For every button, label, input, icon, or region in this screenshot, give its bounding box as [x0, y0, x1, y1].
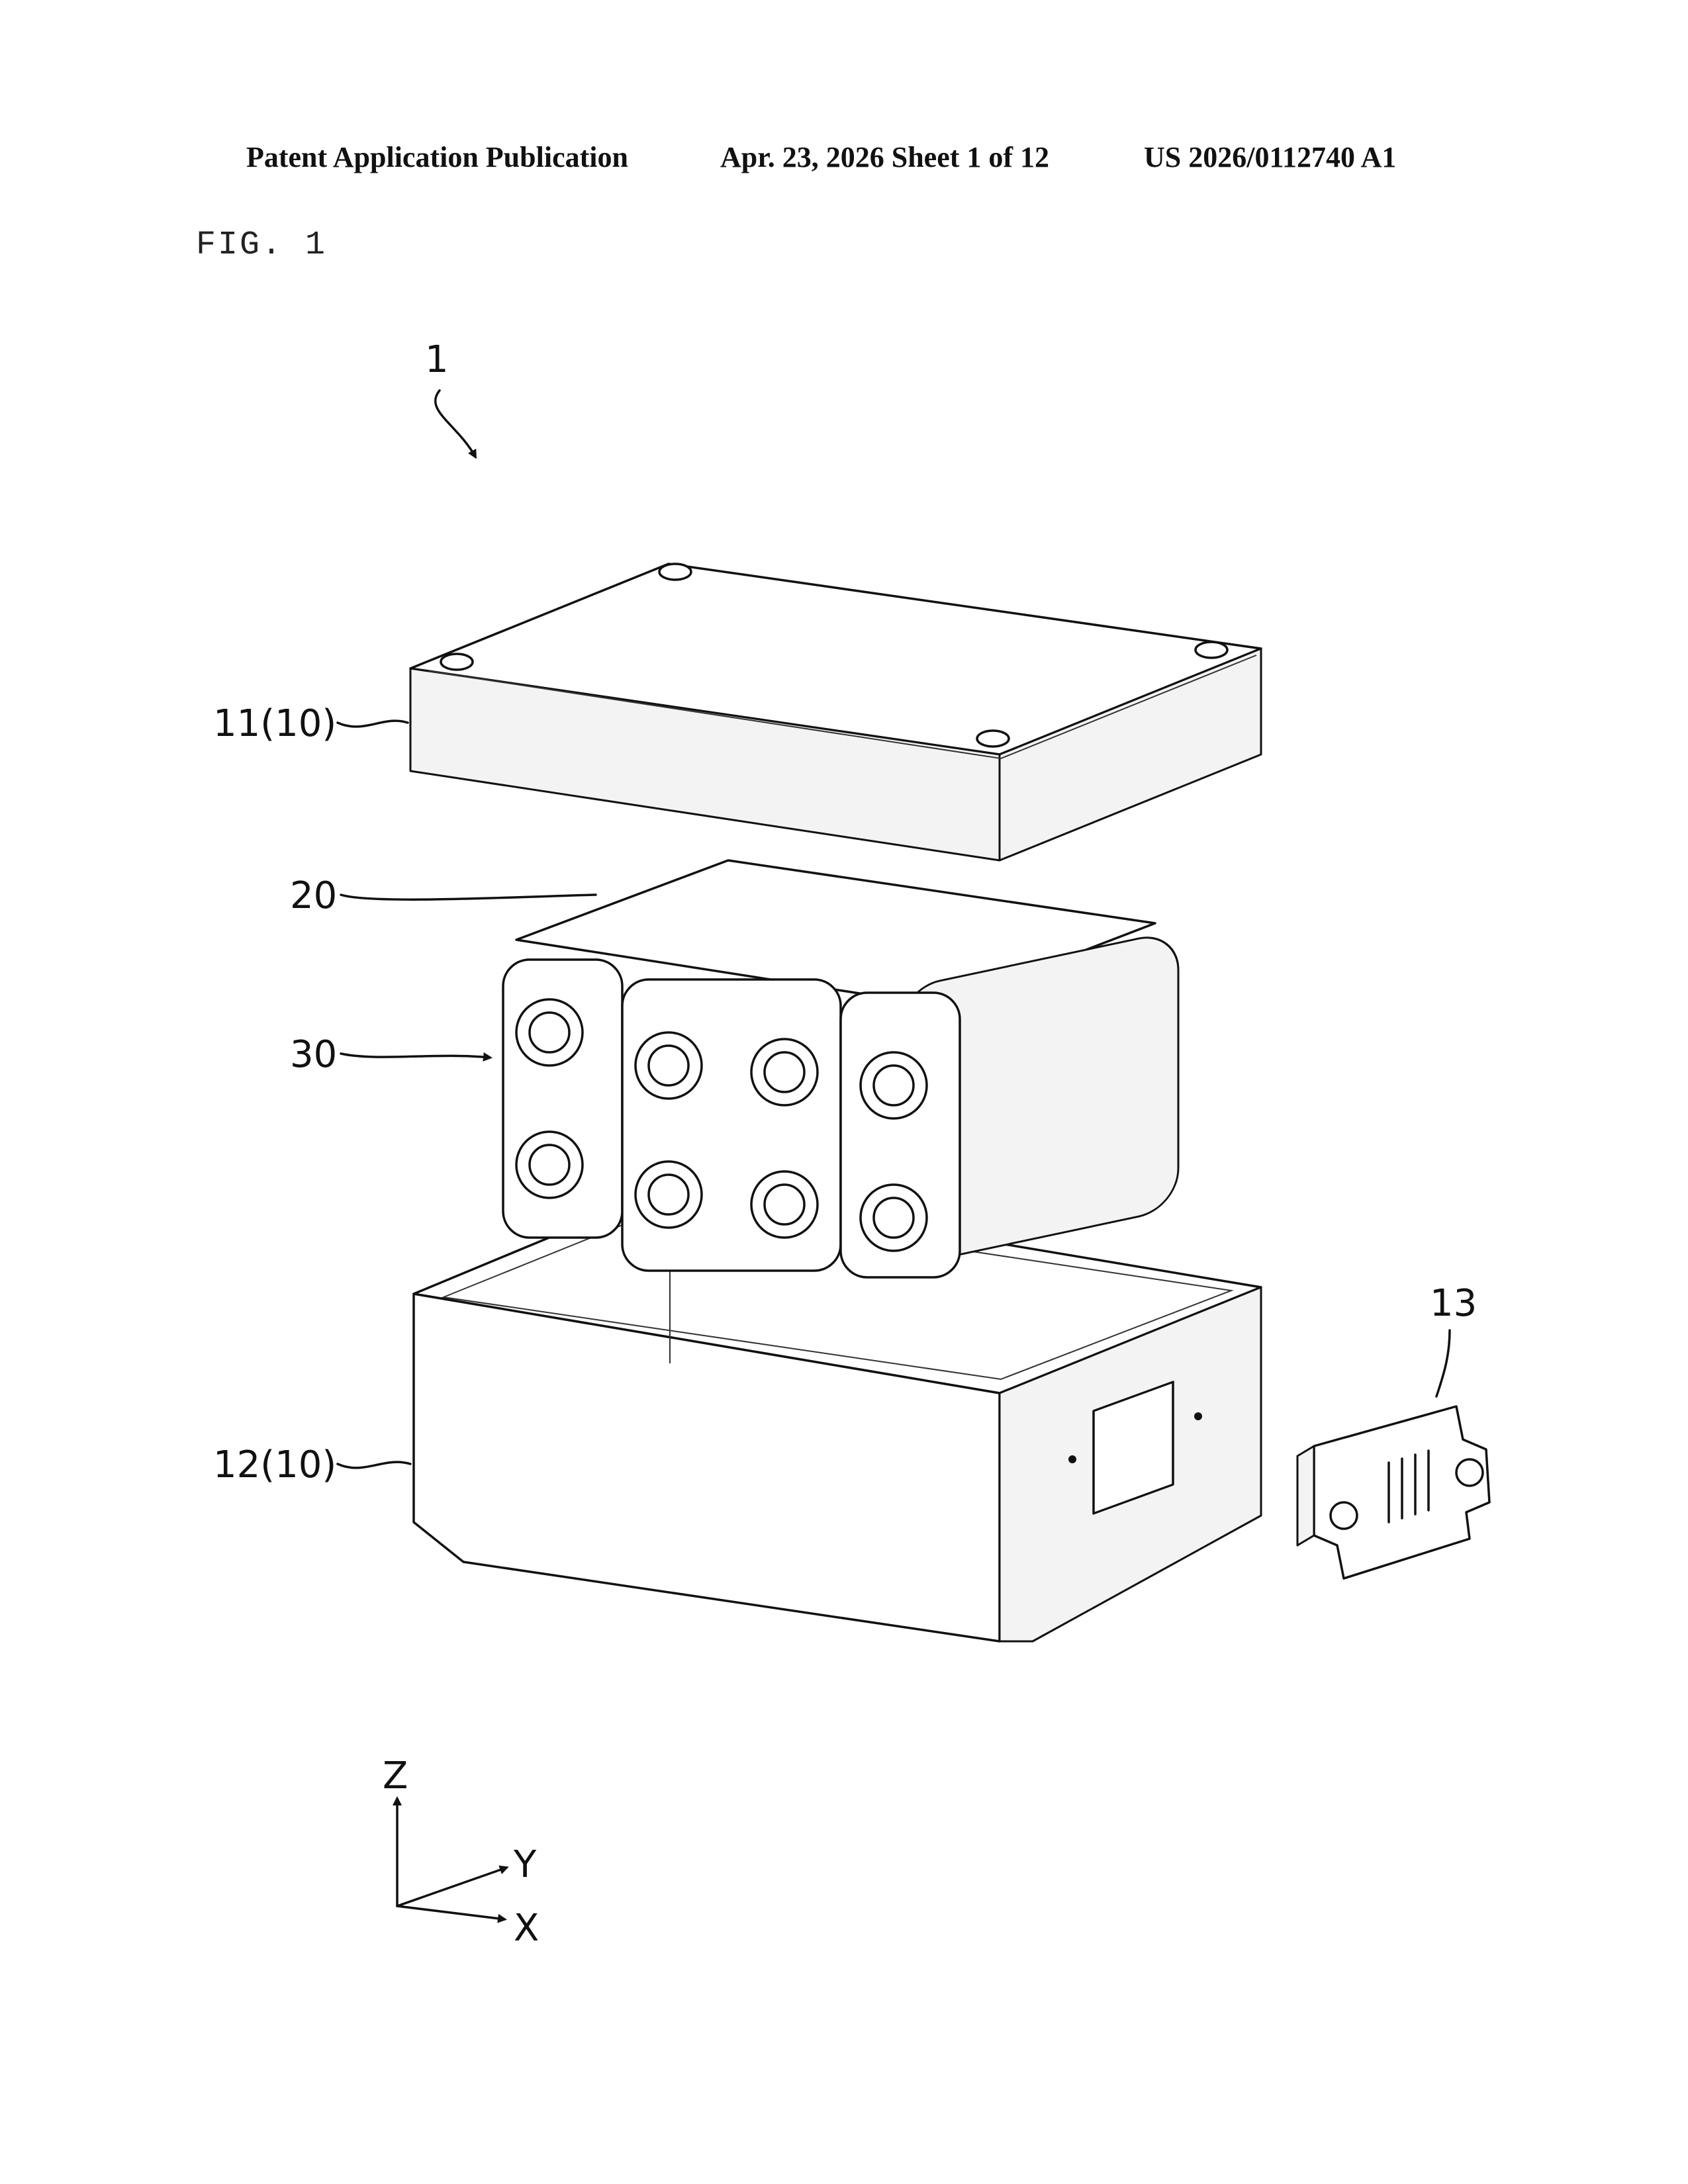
- leader-cover: [341, 895, 596, 899]
- ref-connector: 13: [1430, 1282, 1477, 1325]
- x-axis-label: X: [514, 1907, 539, 1950]
- ref-assembly-arrow: [436, 390, 475, 457]
- connector: [1297, 1406, 1489, 1578]
- x-axis-arrow: [397, 1906, 504, 1919]
- battery-module: [503, 860, 1178, 1277]
- ref-battery-module: 30: [290, 1033, 337, 1076]
- ref-upper-case: 11(10): [213, 702, 336, 745]
- y-axis-arrow: [397, 1868, 506, 1906]
- leader-upper-case: [338, 721, 408, 727]
- screw-hole: [659, 564, 691, 580]
- leader-lower-case: [338, 1462, 410, 1468]
- upper-case: [410, 564, 1261, 860]
- z-axis-label: Z: [383, 1754, 408, 1797]
- leader-battery-module: [341, 1054, 490, 1058]
- y-axis-label: Y: [513, 1843, 537, 1886]
- ref-cover: 20: [290, 874, 337, 917]
- leader-connector: [1436, 1330, 1450, 1396]
- screw-hole: [1196, 642, 1227, 658]
- ref-assembly-1: 1: [425, 338, 449, 381]
- ref-lower-case: 12(10): [213, 1443, 336, 1486]
- screw-hole: [977, 731, 1009, 747]
- axis-triad: Z Y X: [383, 1754, 539, 1950]
- screw-hole: [441, 654, 473, 670]
